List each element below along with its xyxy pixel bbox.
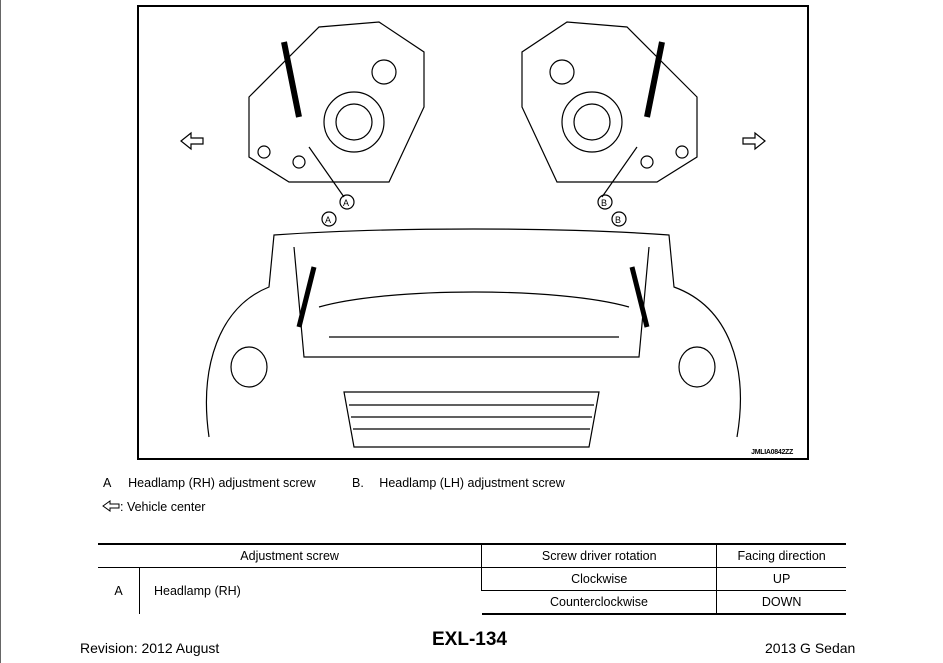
header-adjustment-screw: Adjustment screw — [98, 543, 482, 568]
page-number: EXL-134 — [432, 629, 507, 650]
row-direction: UP — [716, 567, 846, 591]
adjustment-table: Adjustment screw Screw driver rotation F… — [98, 543, 846, 615]
legend-b: B. Headlamp (LH) adjustment screw — [352, 476, 565, 490]
figure-code: JMLIA0842ZZ — [751, 449, 793, 456]
table-row: Counterclockwise DOWN — [98, 590, 846, 615]
table-row: A Headlamp (RH) Clockwise UP — [98, 567, 846, 614]
arrow-left-icon — [102, 500, 120, 512]
svg-text:A: A — [325, 215, 331, 225]
header-direction: Facing direction — [716, 543, 846, 568]
legend-b-key: B. — [352, 476, 364, 490]
callout-b-label: B — [601, 198, 607, 208]
arrow-right-icon — [742, 131, 766, 151]
callout-b — [597, 194, 627, 227]
header-rotation: Screw driver rotation — [481, 543, 717, 568]
table-header-row: Adjustment screw Screw driver rotation F… — [98, 543, 846, 568]
headlamp-rh-drawing — [248, 21, 425, 198]
footer-revision: Revision: 2012 August — [80, 640, 220, 656]
legend-a: A Headlamp (RH) adjustment screw — [103, 476, 316, 490]
row-key: A — [114, 584, 123, 598]
callout-a — [321, 194, 355, 227]
footer-model: 2013 G Sedan — [765, 640, 856, 656]
arrow-left-icon — [180, 131, 204, 151]
callout-a-label: A — [343, 198, 349, 208]
row-direction: DOWN — [716, 590, 846, 615]
vehicle-front-drawing — [205, 228, 741, 448]
row-rotation: Counterclockwise — [481, 590, 717, 615]
row-name: Headlamp (RH) — [138, 567, 482, 614]
legend-vehicle-center: : Vehicle center — [102, 500, 205, 514]
legend-a-key: A — [103, 476, 111, 490]
legend-a-text: Headlamp (RH) adjustment screw — [128, 476, 316, 490]
headlamp-adjustment-figure: A A B B JMLIA0842ZZ — [137, 5, 809, 460]
page-edge — [0, 0, 1, 663]
svg-text:B: B — [615, 215, 621, 225]
headlamp-lh-drawing — [521, 21, 698, 198]
legend-b-text: Headlamp (LH) adjustment screw — [379, 476, 565, 490]
row-rotation: Clockwise — [481, 567, 717, 591]
legend-vehicle-center-text: : Vehicle center — [120, 500, 206, 514]
